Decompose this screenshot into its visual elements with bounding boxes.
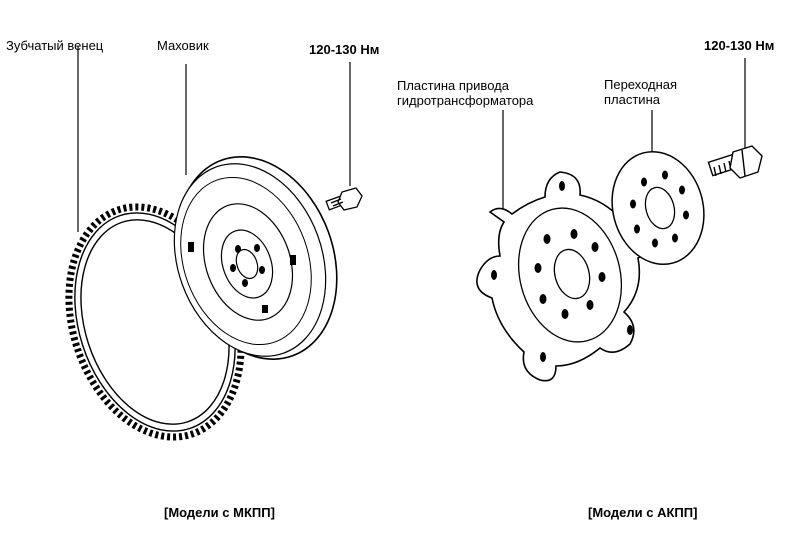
label-torque-right: 120-130 Нм — [704, 38, 775, 53]
bolt-right — [707, 145, 763, 179]
flywheel — [173, 156, 338, 360]
caption-automatic: [Модели с АКПП] — [588, 505, 698, 520]
label-drive-plate-line2: гидротрансформатора — [397, 93, 534, 108]
bolt-left — [325, 187, 363, 211]
label-torque-left: 120-130 Нм — [309, 42, 380, 57]
label-adapter-plate-line1: Переходная — [604, 77, 678, 92]
label-flywheel: Маховик — [157, 38, 209, 53]
label-drive-plate-line1: Пластина привода — [397, 78, 509, 93]
adapter-plate — [611, 150, 705, 266]
label-adapter-plate-line2: пластина — [604, 92, 660, 107]
label-ring-gear: Зубчатый венец — [6, 38, 104, 53]
drive-plate — [476, 171, 657, 382]
leader-lines — [77, 46, 746, 232]
caption-manual: [Модели с МКПП] — [164, 505, 275, 520]
